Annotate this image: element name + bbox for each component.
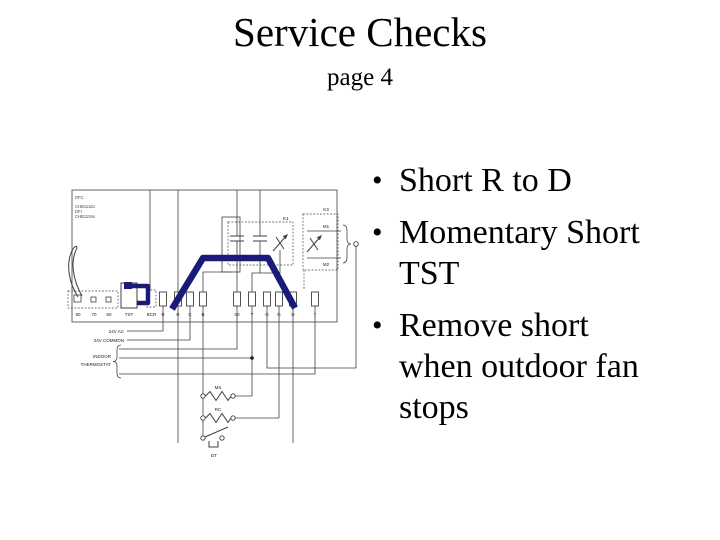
bullet-text: Short R to D bbox=[399, 162, 572, 199]
brace-right bbox=[342, 224, 352, 264]
bullet-icon: • bbox=[372, 164, 383, 197]
brace-left bbox=[112, 344, 122, 379]
bullet-text: Momentary Short TST bbox=[399, 214, 640, 292]
svg-text:24V AC: 24V AC bbox=[109, 329, 125, 334]
sensor-bulb-icon bbox=[68, 245, 83, 298]
svg-text:90: 90 bbox=[75, 312, 81, 317]
field-wiring bbox=[119, 246, 357, 443]
switch-rc: RC bbox=[200, 407, 279, 424]
wiring-diagram-svg: DFC CHB1132x DFI CHB1104x bbox=[67, 189, 359, 458]
relay-m-group: K3 M1 M2 bbox=[302, 207, 359, 289]
svg-text:DFI: DFI bbox=[75, 209, 82, 214]
internal-wires bbox=[149, 190, 281, 292]
bullet-text: Remove short when outdoor fan stops bbox=[399, 307, 639, 426]
bullet-icon: • bbox=[372, 216, 383, 249]
bullet-list: • Short R to D • Momentary Short TST • R… bbox=[372, 160, 668, 439]
wiring-diagram: DFC CHB1132x DFI CHB1104x bbox=[58, 185, 370, 470]
bullet-item: • Remove short when outdoor fan stops bbox=[372, 305, 668, 428]
model-numbers: DFC CHB1132x DFI CHB1104x bbox=[75, 195, 96, 219]
svg-text:CHB1104x: CHB1104x bbox=[75, 214, 96, 219]
svg-text:BCR: BCR bbox=[147, 312, 157, 317]
svg-text:TST: TST bbox=[125, 312, 134, 317]
control-box bbox=[71, 189, 338, 323]
svg-text:RC: RC bbox=[215, 407, 222, 412]
svg-text:M2: M2 bbox=[323, 262, 330, 267]
page-title: Service Checks bbox=[233, 9, 487, 55]
bullet-item: • Short R to D bbox=[372, 160, 668, 201]
page-subtitle: page 4 bbox=[327, 64, 393, 91]
svg-text:24V COMMON: 24V COMMON bbox=[94, 338, 124, 343]
svg-text:K1: K1 bbox=[283, 216, 289, 221]
bullet-icon: • bbox=[372, 309, 383, 342]
switch-ms: MS bbox=[200, 385, 252, 402]
svg-text:THERMOSTAT: THERMOSTAT bbox=[81, 362, 112, 367]
svg-text:70: 70 bbox=[91, 312, 97, 317]
solenoid-node bbox=[353, 241, 359, 247]
svg-text:CHB1132x: CHB1132x bbox=[75, 204, 96, 209]
sensor-terminals bbox=[67, 290, 119, 309]
svg-text:M1: M1 bbox=[323, 224, 330, 229]
bullet-item: • Momentary Short TST bbox=[372, 212, 668, 294]
jumper-highlight-tst bbox=[124, 282, 151, 306]
wire-labels: 24V AC 24V COMMON INDOOR THERMOSTAT bbox=[81, 329, 125, 379]
svg-text:K3: K3 bbox=[323, 207, 329, 212]
switch-dt: DT bbox=[200, 426, 229, 458]
relay-k1: K1 bbox=[227, 216, 294, 266]
terminal-labels: 90 70 50 TST BCR R R C B X2 Y O G D T bbox=[75, 312, 316, 317]
svg-text:50: 50 bbox=[106, 312, 112, 317]
jumper-highlight-r-to-d bbox=[169, 254, 298, 311]
capacitor-icon bbox=[230, 235, 267, 242]
svg-text:INDOOR: INDOOR bbox=[93, 354, 112, 359]
svg-text:DT: DT bbox=[211, 453, 217, 458]
svg-text:MS: MS bbox=[215, 385, 222, 390]
svg-text:DFC: DFC bbox=[75, 195, 84, 200]
junction-dot bbox=[250, 356, 254, 360]
